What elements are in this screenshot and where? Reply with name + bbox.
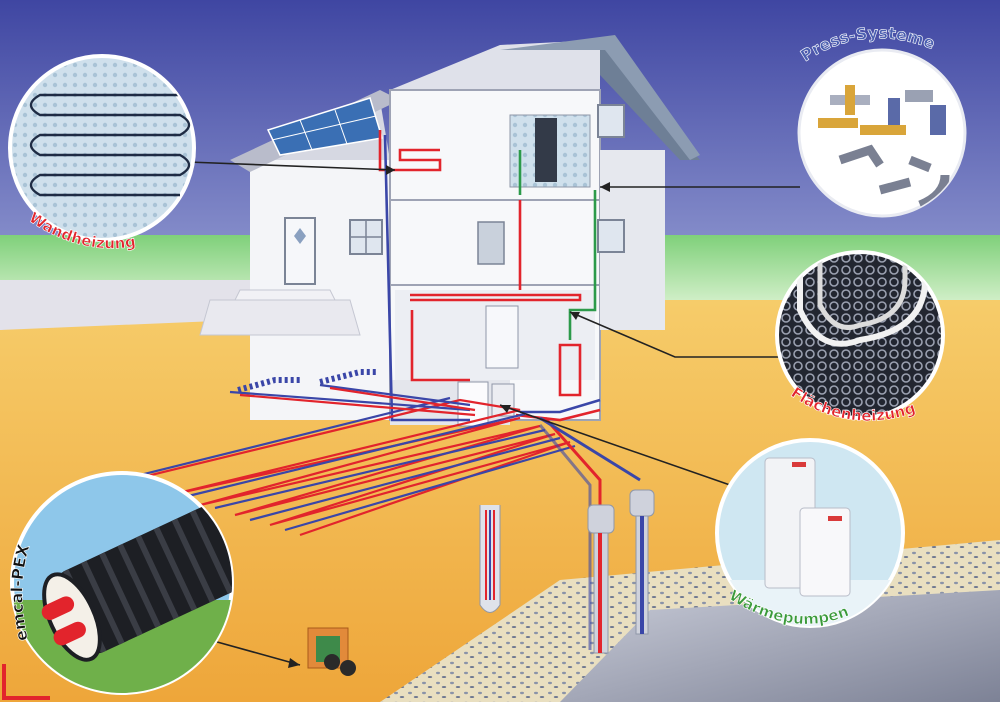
flaechenheizung-leader [569,311,780,358]
wandheizung-leader [187,161,396,171]
ground-loop-field [109,369,576,537]
waermepumpen-leader [499,404,731,486]
emcal-pex-callout [10,471,234,695]
wandheizung-callout [8,54,196,242]
flaechenheizung-callout [775,250,945,420]
emcal-pex-leader [209,639,301,666]
corner-mark [2,664,50,700]
geothermal-probes [479,416,655,654]
callout-lines [187,161,800,666]
rock-layer [560,590,1000,702]
buried-distribution-box [307,627,356,676]
press-systeme-callout [797,48,967,218]
callout-arrowheads [288,165,610,668]
house [199,35,700,427]
